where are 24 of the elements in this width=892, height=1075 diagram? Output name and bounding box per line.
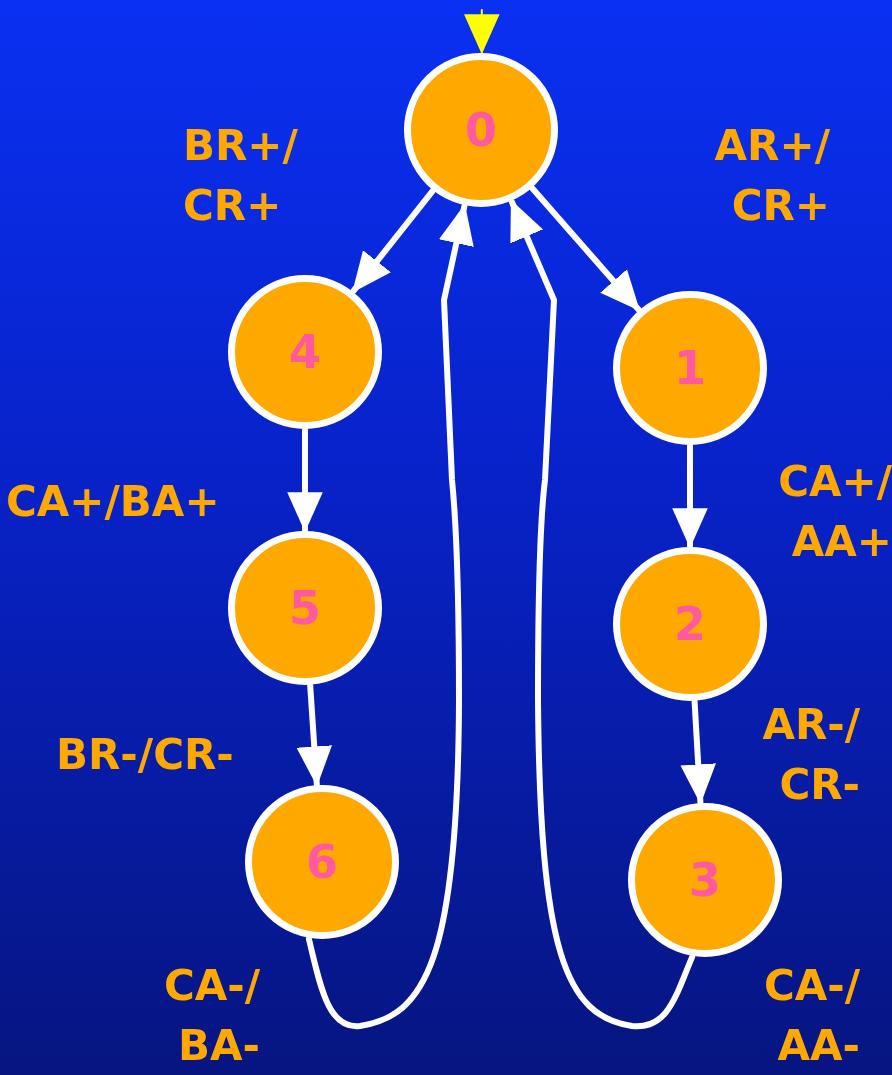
- state-number: 4: [289, 325, 321, 379]
- state-number: 6: [306, 835, 338, 889]
- edge-label: CA+/BA+: [6, 476, 220, 528]
- arrow: [672, 443, 708, 549]
- state-number: 0: [465, 103, 497, 157]
- edge-label: BR+/ CR+: [183, 120, 299, 232]
- edge-label: AR-/ CR-: [761, 699, 860, 811]
- arrow: [296, 682, 332, 788]
- edge-label: CA+/ AA+: [777, 456, 892, 568]
- edge-label: BR-/CR-: [56, 729, 234, 781]
- arrow: [529, 185, 642, 313]
- arrow: [287, 427, 323, 533]
- arrow: [508, 198, 696, 1030]
- arrow: [350, 188, 436, 294]
- arrow: [464, 9, 500, 55]
- arrow: [305, 203, 474, 1029]
- edge-label: CA-/ BA-: [162, 960, 260, 1072]
- state-number: 3: [689, 853, 721, 907]
- state-number: 1: [674, 341, 706, 395]
- state-number: 2: [674, 597, 706, 651]
- edge-label: CA-/ AA-: [762, 960, 860, 1072]
- edge-label: AR+/ CR+: [713, 120, 830, 232]
- state-number: 5: [289, 581, 321, 635]
- arrow: [680, 698, 716, 806]
